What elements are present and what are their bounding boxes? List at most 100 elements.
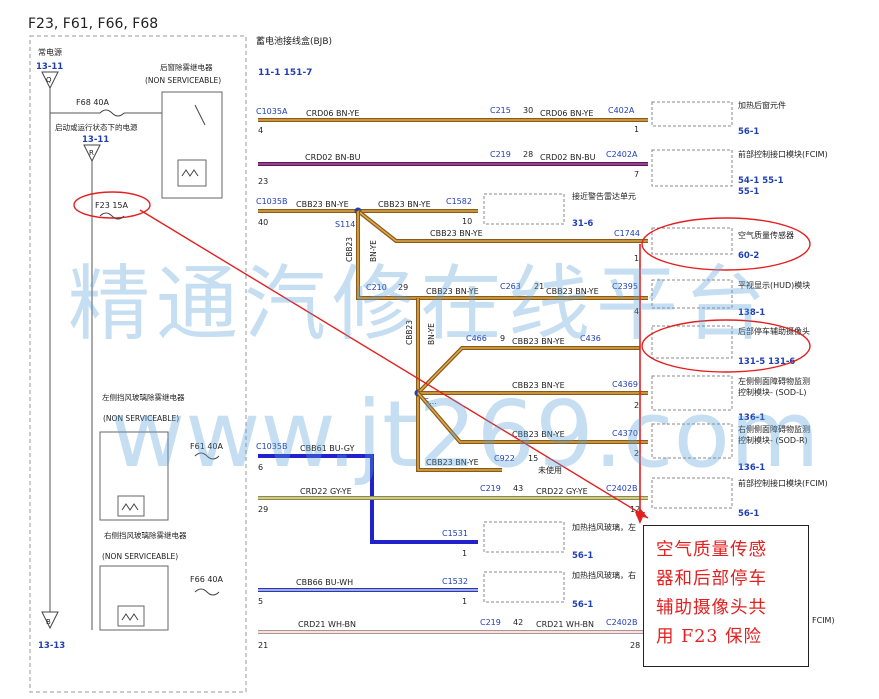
start-run-ref: 13-11 xyxy=(82,135,109,145)
power-ref: 13-11 xyxy=(36,62,63,72)
component-fcim-a-box xyxy=(651,149,733,187)
component-sodr-label-1: 右侧侧面障碍物监测 xyxy=(738,424,810,434)
wire-label-cbb23-unused: CBB23 BN-YE xyxy=(426,458,479,467)
conn-c2402b-a: C2402B xyxy=(606,484,637,493)
annotation-line-4: 用 F23 保险 xyxy=(656,627,763,647)
annotation-callout: 空气质量传感 器和后部停车 辅助摄像头共 用 F23 保险 xyxy=(643,525,809,667)
component-rear-heater-label: 加热后窗元件 xyxy=(738,100,786,110)
wire-label-crd22-a: CRD22 GY-YE xyxy=(300,487,352,496)
wire-label-cbb23-sodl: CBB23 BN-YE xyxy=(512,381,565,390)
fuse-f23-icon xyxy=(99,212,125,220)
component-hud-ref: 138-1 xyxy=(738,308,765,318)
component-radar-box xyxy=(483,193,565,225)
wire-label-cbb61: CBB61 BU-GY xyxy=(300,444,355,453)
component-fcim-b-ref: 56-1 xyxy=(738,509,759,519)
annotation-line-3: 辅助摄像头共 xyxy=(656,598,767,618)
ground-mid-letter: R xyxy=(89,149,94,157)
relay-rear-label: 后窗除雾继电器 xyxy=(160,62,213,72)
relay-right-ns: (NON SERVICEABLE) xyxy=(102,552,178,561)
conn-c1035b-top: C1035B xyxy=(256,197,287,206)
component-ws-left-label: 加热挡风玻璃，左 xyxy=(572,522,636,532)
ground-top-letter: Q xyxy=(46,76,52,84)
pin-c215: 30 xyxy=(523,106,533,115)
conn-c263: C263 xyxy=(500,282,521,291)
component-ws-left-box xyxy=(483,521,565,553)
power-label: 常电源 xyxy=(38,47,62,57)
component-rear-heater-box xyxy=(651,101,733,127)
watermark-line2: www.jt269.com xyxy=(110,381,820,488)
annotation-line-2: 器和后部停车 xyxy=(656,569,767,589)
wire-label-cbb23-aq: CBB23 BN-YE xyxy=(430,229,483,238)
conn-c1035a: C1035A xyxy=(256,107,288,116)
wire-label-cbb23-a: CBB23 BN-YE xyxy=(296,200,349,209)
fuse-f61-icon xyxy=(194,452,220,460)
bjb-enclosure xyxy=(29,35,247,693)
fuse-f61-label: F61 40A xyxy=(190,442,224,451)
vertical-label-2b: BN-YE xyxy=(427,323,436,345)
pin-c219-b: 43 xyxy=(513,484,523,493)
ground-bottom-icon xyxy=(41,611,59,630)
wire-cbb23-aq-stripe xyxy=(357,210,648,242)
bjb-label: 蓄电池接线盒(BJB) xyxy=(256,35,332,47)
component-fcim-c-label: FCIM) xyxy=(812,616,835,625)
component-camera-box xyxy=(651,325,733,359)
component-hud-label: 平视显示(HUD)模块 xyxy=(738,280,810,290)
component-fcim-a-ref: 54-1 55-1 xyxy=(738,176,784,186)
component-camera-label: 后部停车辅助摄像头 xyxy=(738,326,810,336)
vertical-label-1b: BN-YE xyxy=(369,240,378,262)
wire-label-crd02-b: CRD02 BN-BU xyxy=(540,153,596,162)
conn-c4370: C4370 xyxy=(612,429,638,438)
component-sodr-ref: 136-1 xyxy=(738,463,765,473)
conn-c402a: C402A xyxy=(608,106,635,115)
component-radar-ref: 31-6 xyxy=(572,219,593,229)
splice-lower-label: S... xyxy=(424,397,437,406)
conn-c922: C922 xyxy=(494,454,515,463)
annotation-line-1: 空气质量传感 xyxy=(656,540,767,560)
component-aq-label: 空气质量传感器 xyxy=(738,230,794,240)
component-ws-left-ref: 56-1 xyxy=(572,551,593,561)
conn-c1744: C1744 xyxy=(614,229,640,238)
component-sodl-ref: 136-1 xyxy=(738,413,765,423)
relay-right-box xyxy=(99,565,169,631)
vertical-label-2: CBB23 xyxy=(405,320,414,345)
watermark-line1: 精通汽修在线平台 xyxy=(68,257,772,352)
conn-c219-a: C219 xyxy=(490,150,511,159)
relay-left-coil xyxy=(117,495,145,517)
relay-right-label: 右侧挡风玻璃除雾继电器 xyxy=(104,530,187,540)
wire-label-crd02-a: CRD02 BN-BU xyxy=(305,153,361,162)
conn-c2402a: C2402A xyxy=(606,150,638,159)
component-sodr-box xyxy=(651,423,733,459)
wire-label-crd06-a: CRD06 BN-YE xyxy=(306,109,359,118)
pin-c2402a: 7 xyxy=(634,170,639,179)
wire-label-cbb23-hud-b: CBB23 BN-YE xyxy=(546,287,599,296)
wire-cbb23-camera-stripe xyxy=(417,347,640,394)
wire-label-cbb23-b: CBB23 BN-YE xyxy=(378,200,431,209)
pin-c1744: 1 xyxy=(634,254,639,263)
pin-c4370: 2 xyxy=(634,449,639,458)
component-sodl-label-2: 控制模块- (SOD-L) xyxy=(738,387,807,397)
wire-label-cbb23-hud-a: CBB23 BN-YE xyxy=(426,287,479,296)
component-hud-box xyxy=(651,279,733,309)
conn-c219-c: C219 xyxy=(480,618,501,627)
wire-label-cbb23-cam: CBB23 BN-YE xyxy=(512,337,565,346)
relay-rear-switch xyxy=(194,104,206,126)
ground-bottom-ref: 13-13 xyxy=(38,641,65,651)
conn-c436: C436 xyxy=(580,334,601,343)
conn-c215: C215 xyxy=(490,106,511,115)
component-fcim-a-ref2: 55-1 xyxy=(738,187,759,197)
relay-left-label: 左侧挡风玻璃除雾继电器 xyxy=(102,392,185,402)
unused-note: 未使用 xyxy=(538,465,562,475)
pin-left-23: 23 xyxy=(258,177,268,186)
pin-left-5: 5 xyxy=(258,597,263,606)
component-sodr-label-2: 控制模块- (SOD-R) xyxy=(738,435,808,445)
pin-c219-c: 42 xyxy=(513,618,523,627)
wire-label-cbb66: CBB66 BU-WH xyxy=(296,578,353,587)
pin-c1531: 1 xyxy=(462,549,467,558)
conn-c1531: C1531 xyxy=(442,529,468,538)
wire-cbb23-aq xyxy=(356,209,648,243)
wire-label-crd21-b: CRD21 WH-BN xyxy=(536,620,594,629)
pin-c4369: 2 xyxy=(634,401,639,410)
component-ws-right-ref: 56-1 xyxy=(572,600,593,610)
pin-c402a: 1 xyxy=(634,125,639,134)
